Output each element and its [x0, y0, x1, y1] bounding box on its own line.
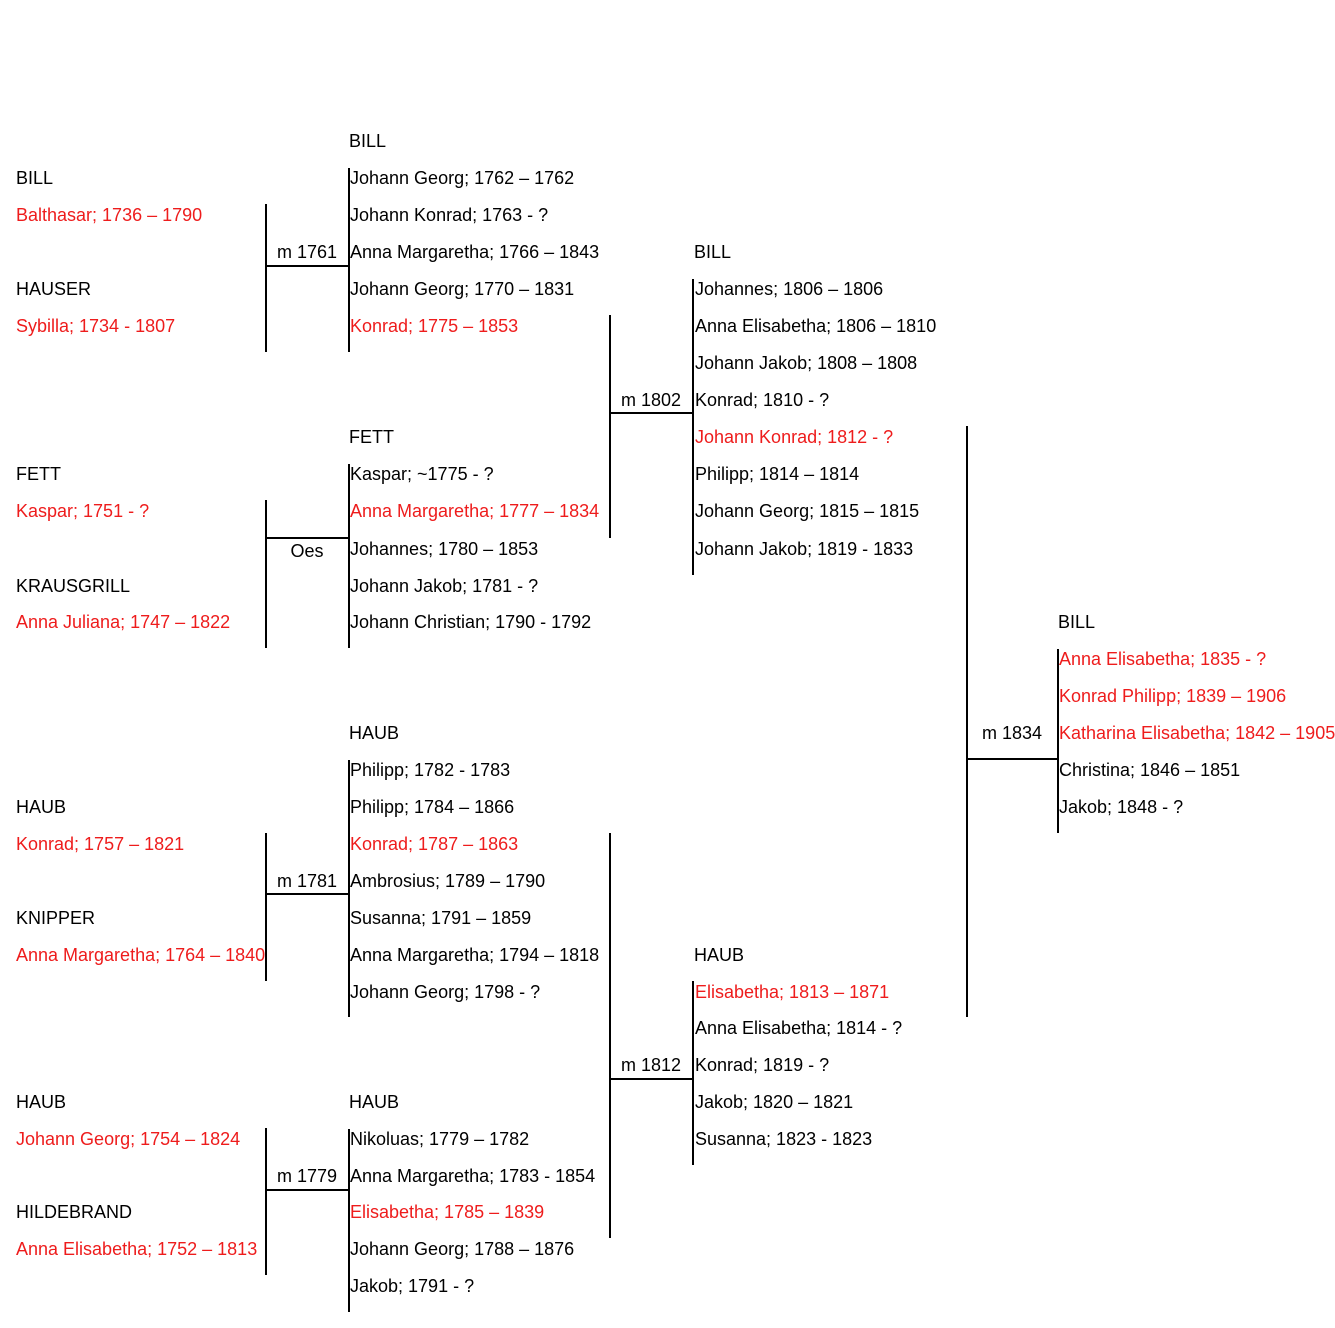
child-haub-gen2-a: Johann Georg; 1798 - ? [350, 982, 541, 1002]
couple-bracket-oes [265, 500, 267, 648]
child-fett-gen2-highlighted: Anna Margaretha; 1777 – 1834 [350, 501, 600, 521]
child-haub-gen2-a: Philipp; 1784 – 1866 [350, 797, 515, 817]
child-haub-gen2-b-highlighted: Elisabetha; 1785 – 1839 [350, 1202, 545, 1222]
couple-bracket-1781 [265, 833, 267, 981]
child-bill-gen3: Philipp; 1814 – 1814 [695, 464, 860, 484]
child-bill-gen3-highlighted: Johann Konrad; 1812 - ? [695, 427, 894, 447]
child-bill-gen3: Johann Jakob; 1819 - 1833 [695, 539, 914, 559]
surname-haub-gen2-a: HAUB [349, 723, 400, 743]
children-bracket-bill-gen4 [1057, 649, 1059, 833]
person-anna-juliana-krausgrill: Anna Juliana; 1747 – 1822 [16, 612, 231, 632]
child-haub-gen2-b: Nikoluas; 1779 – 1782 [350, 1129, 530, 1149]
child-bill-gen4-highlighted: Katharina Elisabetha; 1842 – 1905 [1059, 723, 1335, 743]
marriage-label-oes: Oes [290, 541, 324, 561]
child-fett-gen2: Johann Christian; 1790 - 1792 [350, 612, 592, 632]
couple-bracket-1802 [609, 315, 611, 538]
surname-haub-gen3: HAUB [694, 945, 745, 965]
marriage-line-1761 [265, 265, 350, 267]
child-haub-gen2-b: Anna Margaretha; 1783 - 1854 [350, 1166, 596, 1186]
surname-krausgrill: KRAUSGRILL [16, 576, 131, 596]
child-bill-gen4: Christina; 1846 – 1851 [1059, 760, 1241, 780]
child-bill-gen2: Johann Konrad; 1763 - ? [350, 205, 549, 225]
child-haub-gen3: Konrad; 1819 - ? [695, 1055, 830, 1075]
person-sybilla-hauser: Sybilla; 1734 - 1807 [16, 316, 176, 336]
marriage-label-1812: m 1812 [620, 1055, 682, 1075]
surname-bill-gen1: BILL [16, 168, 54, 188]
child-haub-gen2-a: Anna Margaretha; 1794 – 1818 [350, 945, 600, 965]
child-haub-gen3: Jakob; 1820 – 1821 [695, 1092, 854, 1112]
child-bill-gen2: Johann Georg; 1762 – 1762 [350, 168, 575, 188]
couple-bracket-1779 [265, 1128, 267, 1275]
child-bill-gen3: Konrad; 1810 - ? [695, 390, 830, 410]
surname-fett-gen1: FETT [16, 464, 61, 484]
marriage-label-1781: m 1781 [276, 871, 338, 891]
child-haub-gen2-b: Jakob; 1791 - ? [350, 1276, 475, 1296]
marriage-label-1779: m 1779 [276, 1166, 338, 1186]
person-anna-elisabetha-hildebrand: Anna Elisabetha; 1752 – 1813 [16, 1239, 258, 1259]
children-bracket-fett-gen2 [348, 464, 350, 648]
child-bill-gen3: Anna Elisabetha; 1806 – 1810 [695, 316, 937, 336]
marriage-line-1812 [609, 1078, 694, 1080]
children-bracket-bill-gen3 [692, 279, 694, 575]
child-haub-gen2-b: Johann Georg; 1788 – 1876 [350, 1239, 575, 1259]
surname-bill-gen4: BILL [1058, 612, 1096, 632]
child-bill-gen4-highlighted: Konrad Philipp; 1839 – 1906 [1059, 686, 1287, 706]
marriage-line-1834 [966, 758, 1058, 760]
child-fett-gen2: Kaspar; ~1775 - ? [350, 464, 494, 484]
marriage-line-oes [265, 537, 350, 539]
child-haub-gen2-a-highlighted: Konrad; 1787 – 1863 [350, 834, 519, 854]
child-haub-gen3: Anna Elisabetha; 1814 - ? [695, 1018, 903, 1038]
child-haub-gen2-a: Philipp; 1782 - 1783 [350, 760, 511, 780]
surname-hauser: HAUSER [16, 279, 92, 299]
person-balthasar-bill: Balthasar; 1736 – 1790 [16, 205, 203, 225]
person-kaspar-fett: Kaspar; 1751 - ? [16, 501, 150, 521]
child-bill-gen3: Johann Jakob; 1808 – 1808 [695, 353, 918, 373]
children-bracket-haub-gen2-a [348, 760, 350, 1017]
surname-bill-gen3: BILL [694, 242, 732, 262]
person-anna-margaretha-knipper: Anna Margaretha; 1764 – 1840 [16, 945, 266, 965]
person-johann-georg-haub: Johann Georg; 1754 – 1824 [16, 1129, 241, 1149]
couple-bracket-1834 [966, 426, 968, 1017]
surname-hildebrand: HILDEBRAND [16, 1202, 133, 1222]
surname-fett-gen2: FETT [349, 427, 394, 447]
surname-haub-gen1-b: HAUB [16, 1092, 67, 1112]
children-bracket-haub-gen2-b [348, 1129, 350, 1312]
surname-haub-gen1-a: HAUB [16, 797, 67, 817]
child-haub-gen2-a: Susanna; 1791 – 1859 [350, 908, 532, 928]
surname-bill-gen2: BILL [349, 131, 387, 151]
children-bracket-bill-gen2 [348, 168, 350, 352]
marriage-label-1802: m 1802 [620, 390, 682, 410]
surname-knipper: KNIPPER [16, 908, 96, 928]
child-bill-gen2: Johann Georg; 1770 – 1831 [350, 279, 575, 299]
child-bill-gen3: Johann Georg; 1815 – 1815 [695, 501, 920, 521]
child-bill-gen3: Johannes; 1806 – 1806 [695, 279, 884, 299]
child-bill-gen2: Anna Margaretha; 1766 – 1843 [350, 242, 600, 262]
child-bill-gen4-highlighted: Anna Elisabetha; 1835 - ? [1059, 649, 1267, 669]
surname-haub-gen2-b: HAUB [349, 1092, 400, 1112]
marriage-line-1802 [609, 412, 694, 414]
child-bill-gen2-highlighted: Konrad; 1775 – 1853 [350, 316, 519, 336]
child-haub-gen3: Susanna; 1823 - 1823 [695, 1129, 873, 1149]
child-haub-gen2-a: Ambrosius; 1789 – 1790 [350, 871, 546, 891]
child-fett-gen2: Johannes; 1780 – 1853 [350, 539, 539, 559]
children-bracket-haub-gen3 [692, 981, 694, 1165]
child-haub-gen3-highlighted: Elisabetha; 1813 – 1871 [695, 982, 890, 1002]
marriage-label-1834: m 1834 [981, 723, 1043, 743]
child-fett-gen2: Johann Jakob; 1781 - ? [350, 576, 539, 596]
marriage-line-1781 [265, 893, 350, 895]
marriage-line-1779 [265, 1189, 350, 1191]
child-bill-gen4: Jakob; 1848 - ? [1059, 797, 1184, 817]
couple-bracket-1761 [265, 204, 267, 352]
marriage-label-1761: m 1761 [276, 242, 338, 262]
couple-bracket-1812 [609, 833, 611, 1238]
person-konrad-haub: Konrad; 1757 – 1821 [16, 834, 185, 854]
